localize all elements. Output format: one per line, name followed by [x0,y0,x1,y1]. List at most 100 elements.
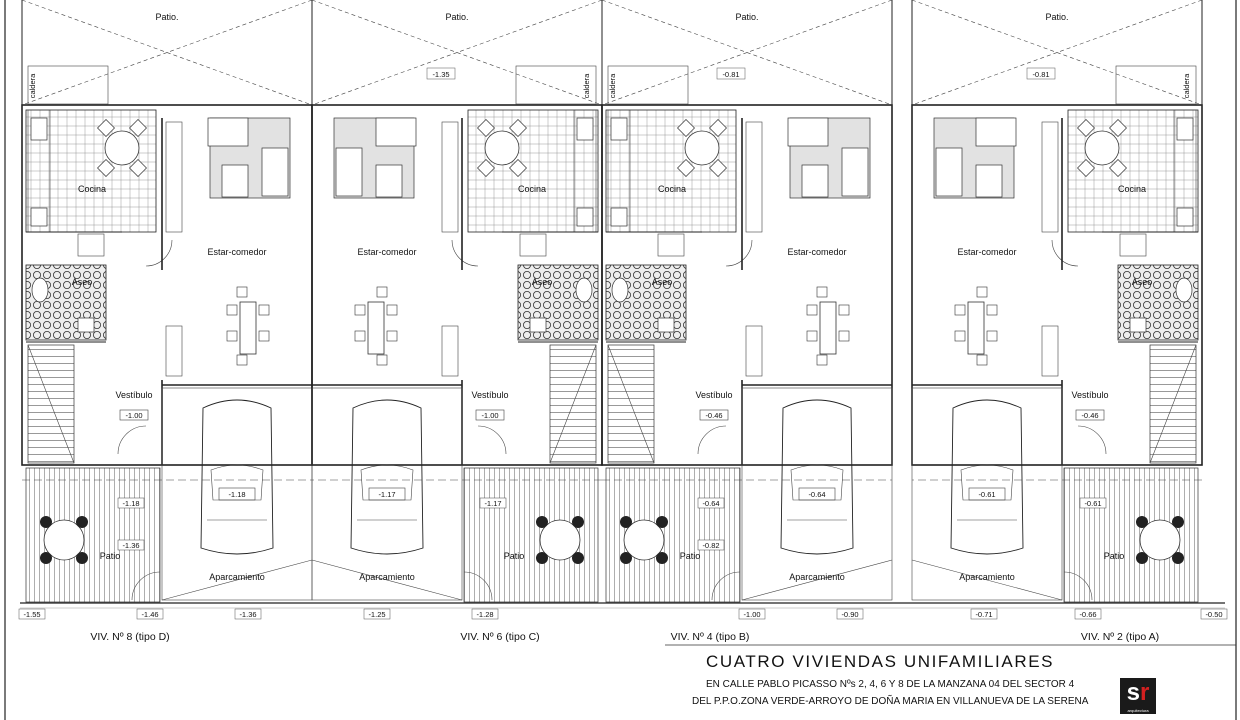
level-tag [1079,497,1107,509]
sink-icon [1176,117,1194,141]
patio-level: -1.18 [122,499,139,508]
street-level-tag [136,608,164,620]
street-level: -1.46 [141,610,158,619]
gate-leaf [311,559,463,601]
gate-swing [711,571,741,601]
washbasin-icon [657,317,675,333]
garage-area [741,387,893,601]
car-windshield [360,464,414,501]
room-label-living: Estar-comedor [357,247,416,257]
room-label-living: Estar-comedor [957,247,1016,257]
stair-cut-line [1149,344,1197,464]
door-swing [451,239,479,267]
street-level-tag [738,608,766,620]
stove-icon [610,207,628,227]
chair-icon [258,304,270,316]
sink-icon [30,117,48,141]
room-label-patio: Patio [504,551,525,561]
patio-chair-icon [1136,552,1148,564]
car-icon [780,399,854,555]
back-patio-level: -0.81 [1032,70,1049,79]
chair-icon [976,286,988,298]
car-windshield [210,464,264,501]
patio-chair-icon [656,516,668,528]
project-address-line-1: EN CALLE PABLO PICASSO Nºs 2, 4, 6 Y 8 D… [706,679,1075,690]
patio-chair-icon [572,552,584,564]
car-icon [950,399,1024,555]
chair-icon [838,330,850,342]
project-title: CUATRO VIVIENDAS UNIFAMILIARES [706,652,1055,671]
cabinet [745,325,763,377]
chair-icon [816,286,828,298]
kitchen-table [684,130,720,166]
door-swing [145,239,173,267]
street-level-tag [471,608,499,620]
caldera-label: caldera [28,73,37,98]
chair-icon [838,304,850,316]
room-label-patio: Patio [100,551,121,561]
street-level-tag [18,608,46,620]
room-label-back-patio: Patio. [735,12,758,22]
caldera-enclosure [607,65,689,105]
unit-name: VIV. Nº 2 (tipo A) [1081,631,1159,643]
room-label-parking: Aparcamiento [209,572,265,582]
hall-level: -1.00 [125,411,142,420]
chair-icon [986,304,998,316]
chair-icon [677,119,695,137]
level-tag [1026,67,1056,80]
sideboard [1041,121,1059,233]
room-label-kitchen: Cocina [518,184,546,194]
patio-chair-icon [40,552,52,564]
level-tag [699,409,729,421]
car-icon [200,399,274,555]
level-tag [426,67,456,80]
room-label-bath: Aseo [72,277,93,287]
logo-letter-s: s [1126,679,1140,706]
patio-chair-icon [620,516,632,528]
room-label-living: Estar-comedor [207,247,266,257]
room-label-bath: Aseo [532,277,553,287]
chair-icon [806,304,818,316]
stove-icon [30,207,48,227]
patio-diagonal [601,0,893,106]
garage-area [911,387,1063,601]
level-tag [1075,409,1105,421]
room-label-hall: Vestíbulo [471,390,508,400]
street-level: -0.50 [1205,610,1222,619]
housing-unit: calderaCocinaAseoVestíbulo-0.46Estar-com… [911,0,1203,603]
level-tag [117,539,145,551]
sofa-icon [787,117,829,147]
dining-table [367,301,385,355]
chair-icon [129,159,147,177]
patio-level: -0.64 [702,499,719,508]
room-label-kitchen: Cocina [658,184,686,194]
level-tag [119,409,149,421]
level-tag [117,497,145,509]
sofa-icon [335,147,363,197]
washbasin-icon [1129,317,1147,333]
chair-icon [97,159,115,177]
washbasin-icon [77,317,95,333]
street-level: -1.55 [23,610,40,619]
chair-icon [677,159,695,177]
stair-cut-line [607,344,655,464]
coffee-table [975,164,1003,198]
street-level: -0.90 [841,610,858,619]
gate-leaf [161,559,313,601]
patio-chair-icon [536,516,548,528]
project-address-line-2: DEL P.P.O.ZONA VERDE-ARROYO DE DOÑA MARI… [692,696,1089,707]
door-swing [477,425,507,455]
chair-icon [709,159,727,177]
patio-table [43,519,85,561]
cabinet [1041,325,1059,377]
sideboard [165,121,183,233]
level-tag [475,409,505,421]
chair-icon [976,354,988,366]
chair-icon [354,330,366,342]
washbasin-icon [529,317,547,333]
street-level: -1.28 [476,610,493,619]
sofa-icon [975,117,1017,147]
patio-level: -1.17 [484,499,501,508]
garage-area [311,387,463,601]
